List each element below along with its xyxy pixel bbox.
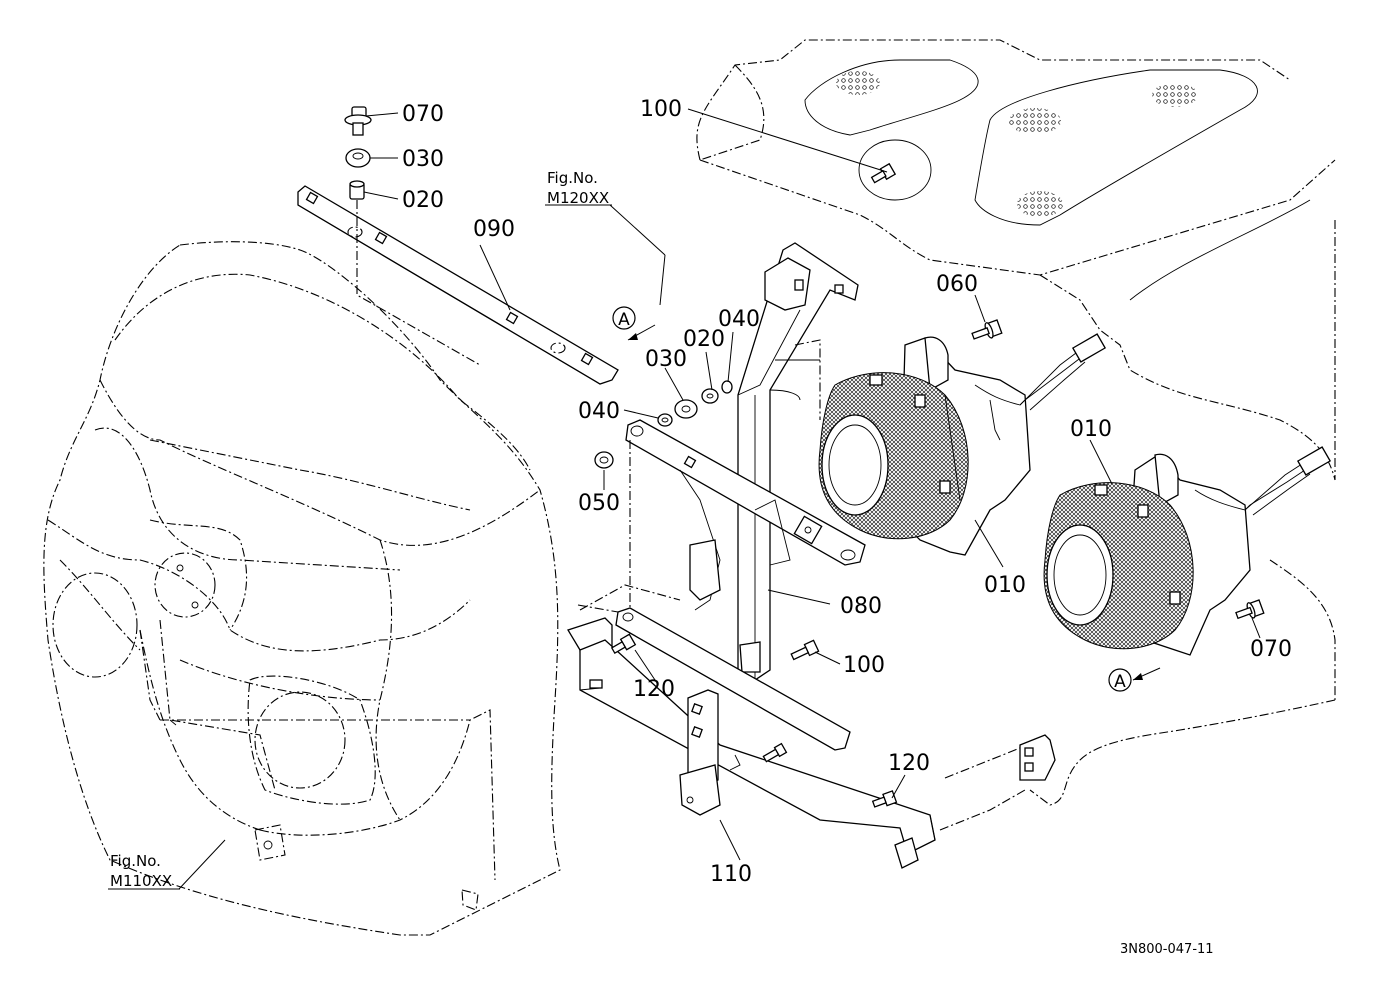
fasteners (594, 162, 1265, 808)
part-label: 100 (843, 653, 885, 678)
leader-lines (178, 108, 1261, 890)
fig-ref-number: M110XX (110, 872, 172, 890)
part-110-frame (567, 584, 936, 869)
front-grille-outline (43, 241, 561, 936)
headlamp-010-left (818, 333, 1107, 556)
fig-ref-label: Fig.No. (547, 169, 598, 187)
section-marker-circle (1108, 668, 1132, 692)
part-label: 120 (888, 751, 930, 776)
right-side-bracket (939, 734, 1056, 831)
part-label: 050 (578, 491, 620, 516)
part-label: 090 (473, 217, 515, 242)
section-marker-a-right: A (1114, 672, 1126, 692)
part-label: 040 (578, 399, 620, 424)
part-label: 030 (402, 147, 444, 172)
part-label: 040 (718, 307, 760, 332)
fig-ref-number: M120XX (547, 189, 609, 207)
part-label: 100 (640, 97, 682, 122)
section-marker-a-top: A (618, 310, 630, 330)
part-label: 070 (402, 102, 444, 127)
part-label: 010 (984, 573, 1026, 598)
part-label: 120 (633, 677, 675, 702)
hood-body-outline (696, 39, 1336, 806)
part-label: 020 (402, 188, 444, 213)
drawing-code: 3N800-047-11 (1120, 942, 1214, 957)
lower-long-bar (615, 440, 851, 751)
part-080-stay (737, 242, 859, 681)
section-marker-circle (612, 306, 636, 330)
part-label: 070 (1250, 637, 1292, 662)
part-label: 030 (645, 347, 687, 372)
part-090-bar (297, 185, 619, 385)
part-label: 060 (936, 272, 978, 297)
fig-ref-label: Fig.No. (110, 852, 161, 870)
part-label: 020 (683, 327, 725, 352)
headlamp-010-right (1043, 446, 1332, 656)
part-label: 080 (840, 594, 882, 619)
cross-bar (625, 419, 866, 611)
part-label: 010 (1070, 417, 1112, 442)
part-label: 110 (710, 862, 752, 887)
